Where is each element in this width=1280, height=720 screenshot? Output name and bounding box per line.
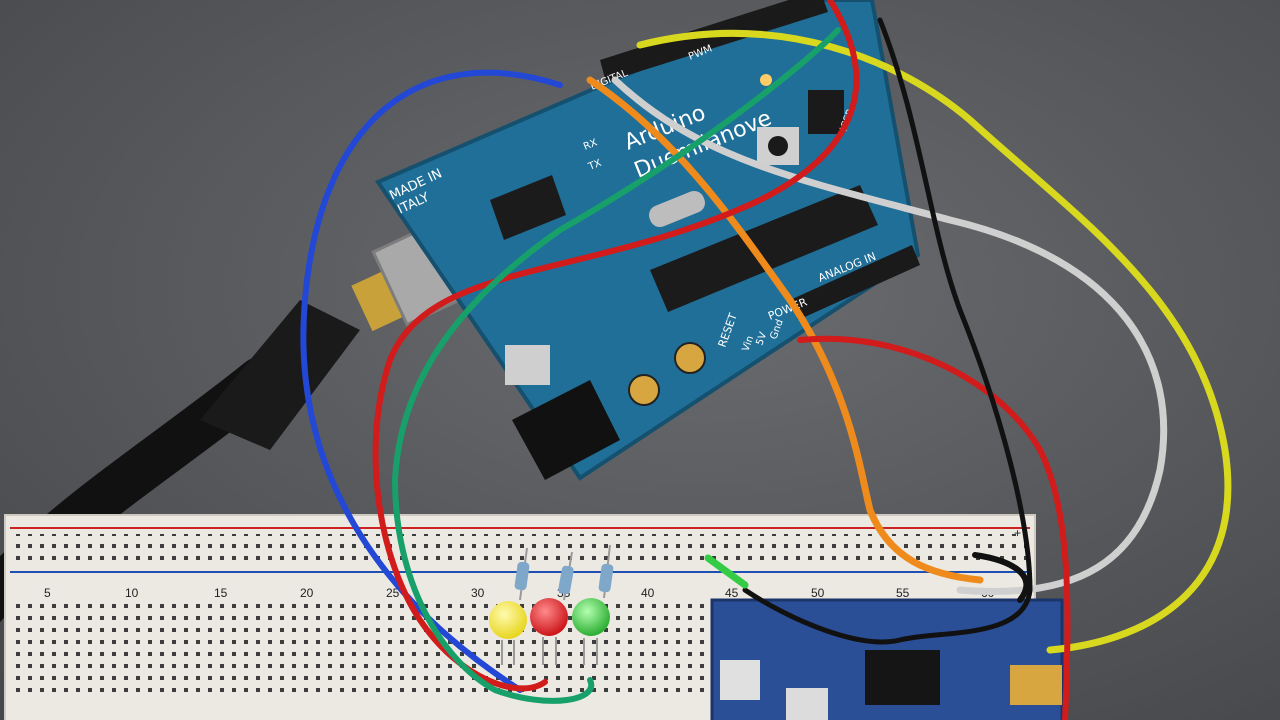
atmega-chip: [650, 185, 878, 312]
voltage-regulator: [505, 345, 550, 385]
digital-header: [600, 0, 828, 82]
orange-wire: [586, 76, 984, 584]
resistor: [514, 561, 530, 591]
yellow-led: [489, 601, 527, 639]
capacitor: [628, 374, 660, 406]
column-number: 45: [725, 586, 739, 600]
red-led: [530, 598, 568, 636]
capacitor: [674, 342, 706, 374]
column-number: 10: [125, 586, 139, 600]
green-wire: [391, 27, 841, 704]
vin-label: Vin: [740, 334, 756, 353]
leds: [489, 598, 610, 665]
white-wire: [611, 76, 1168, 595]
column-number: 15: [214, 586, 228, 600]
column-number: 30: [471, 586, 485, 600]
column-number: 50: [811, 586, 825, 600]
5v-label: 5V: [754, 331, 769, 347]
column-number: 25: [386, 586, 400, 600]
crystal: [649, 190, 705, 228]
wires: [300, 0, 1232, 720]
analog-header: [790, 245, 920, 320]
plus-sign: +: [1014, 526, 1021, 540]
column-number: 40: [641, 586, 655, 600]
resistor: [558, 565, 574, 595]
yellow-wire: [636, 30, 1232, 654]
rx-label: RX: [582, 137, 599, 152]
green-led: [572, 598, 610, 636]
ftdi-chip: [490, 175, 566, 240]
tx-label: TX: [586, 158, 603, 173]
module-chip: [865, 650, 940, 705]
power-rail-holes: [12, 534, 1027, 564]
icsp-header: [808, 90, 844, 134]
red-wire-power: [797, 335, 1071, 720]
black-jumper: [972, 552, 1030, 603]
module-button: [786, 688, 828, 720]
column-number: 55: [896, 586, 910, 600]
column-number: 5: [44, 586, 51, 600]
resistors: [514, 544, 614, 601]
green-jumper: [704, 554, 749, 589]
power-led: [760, 74, 772, 86]
module-jumper: [720, 660, 760, 700]
mini-usb-port: [1010, 665, 1062, 705]
red-wire: [372, 0, 860, 692]
resistor: [598, 563, 614, 593]
power-jack: [512, 380, 620, 480]
column-number: 20: [300, 586, 314, 600]
black-wire: [742, 17, 1033, 645]
